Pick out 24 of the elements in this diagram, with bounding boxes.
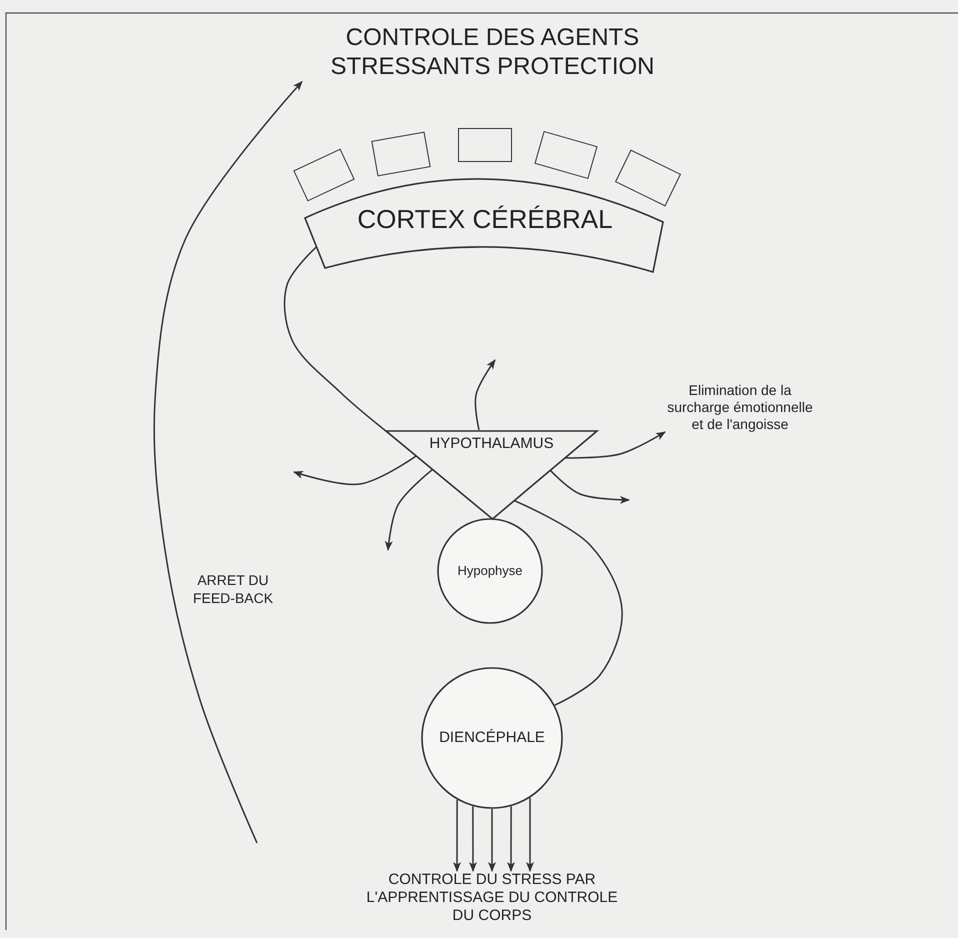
arrow: [453, 800, 461, 872]
rectangle-box: [534, 130, 598, 180]
caption-text: CONTROLE DES AGENTS STRESSANTS PROTECTION: [329, 24, 656, 82]
node-label: Hypophyse: [456, 563, 524, 579]
connector-line: [514, 500, 623, 706]
node-label: DIENCÉPHALE: [438, 729, 546, 747]
arrow: [488, 809, 496, 872]
rectangle-box: [458, 128, 512, 162]
arrow: [550, 470, 630, 504]
arrow: [153, 80, 303, 844]
rectangle-box: [614, 150, 682, 206]
arrow: [468, 806, 477, 872]
arrow: [474, 359, 496, 430]
node-label: HYPOTHALAMUS: [428, 435, 555, 453]
rectangle-box: [293, 148, 355, 202]
node-label: CORTEX CÉRÉBRAL: [356, 204, 614, 236]
caption-text: CONTROLE DU STRESS PAR L'APPRENTISSAGE DU CONTROLE DU CORPS: [365, 871, 619, 925]
arrow: [526, 798, 534, 872]
arrow: [564, 431, 666, 459]
rectangle-box: [371, 132, 431, 176]
arrow: [293, 456, 416, 486]
arrow: [507, 806, 516, 872]
arrow: [384, 469, 433, 551]
caption-text: Elimination de la surcharge émotionnelle et de l'angoisse: [666, 382, 814, 432]
